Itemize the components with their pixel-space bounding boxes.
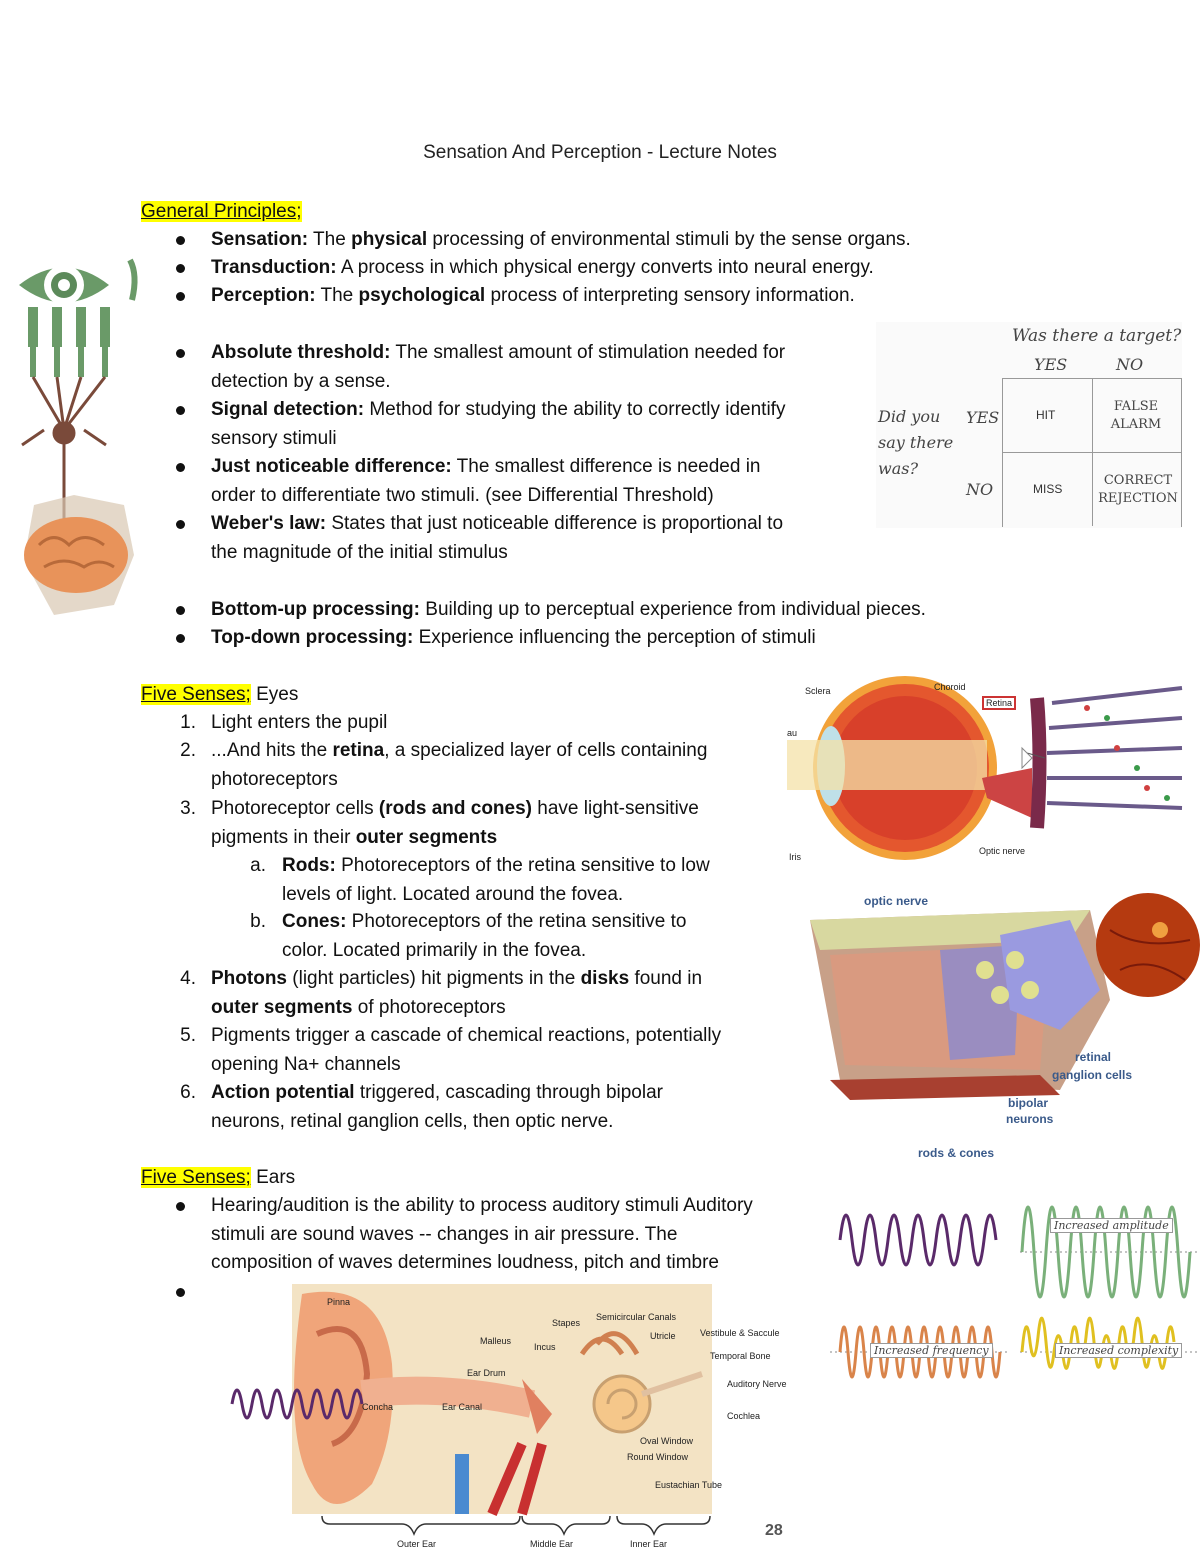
general-principles-heading: General Principles; (141, 201, 302, 222)
sound-waves-illustration (830, 1205, 1198, 1379)
ear-anatomy-diagram: Pinna Stapes Semicircular Canals Malleus… (222, 1284, 812, 1553)
list-item: Photoreceptor cells (rods and cones) hav… (211, 798, 699, 848)
list-item: Signal detection: Method for studying th… (211, 399, 786, 449)
bullet (176, 606, 185, 615)
list-marker: 3. (180, 798, 196, 819)
list-item: Absolute threshold: The smallest amount … (211, 342, 786, 392)
list-item: Transduction: A process in which physica… (211, 257, 874, 278)
amplitude-label: Increased amplitude (1050, 1218, 1173, 1233)
bullet (176, 406, 185, 415)
bullet (176, 236, 185, 245)
list-item: Photons (light particles) hit pigments i… (211, 968, 703, 1018)
eye-icon (19, 265, 109, 305)
bullet (176, 1202, 185, 1211)
frequency-label: Increased frequency (870, 1343, 993, 1358)
bullet (176, 1288, 185, 1297)
eyes-heading: Five Senses; Eyes (141, 684, 299, 705)
bullet (176, 463, 185, 472)
signal-detection-table: Was there a target? YES NO Did you say t… (876, 322, 1182, 528)
list-item: Just noticeable difference: The smallest… (211, 456, 761, 506)
list-item: Sensation: The physical processing of en… (211, 229, 911, 250)
list-marker: 1. (180, 712, 196, 733)
bullet (176, 520, 185, 529)
list-item: Pigments trigger a cascade of chemical r… (211, 1025, 722, 1075)
eye-anatomy-diagram: Sclera Choroid Retina Optic nerve Iris a… (787, 658, 1197, 878)
retina-diagram: optic nerve retinal ganglion cells bipol… (810, 890, 1200, 1165)
brain-icon (24, 495, 134, 615)
bullet (176, 634, 185, 643)
list-item: Perception: The psychological process of… (211, 285, 855, 306)
ears-heading: Five Senses; Ears (141, 1167, 296, 1188)
page-number: 28 (765, 1522, 783, 1539)
list-item: Light enters the pupil (211, 712, 388, 733)
list-item: Rods: Photoreceptors of the retina sensi… (282, 855, 710, 905)
list-item: Cones: Photoreceptors of the retina sens… (282, 911, 687, 961)
list-item: Weber's law: States that just noticeable… (211, 513, 784, 563)
bullet (176, 264, 185, 273)
list-marker: 6. (180, 1082, 196, 1103)
list-item: Hearing/audition is the ability to proce… (211, 1195, 753, 1273)
bullet (176, 292, 185, 301)
photoreceptor-icon (28, 307, 110, 377)
list-marker: 2. (180, 740, 196, 761)
list-marker: 5. (180, 1025, 196, 1046)
list-marker: a. (250, 855, 266, 876)
list-item: Top-down processing: Experience influenc… (211, 627, 816, 648)
list-marker: b. (250, 911, 266, 932)
eye-brain-illustration (19, 258, 138, 615)
list-item: ...And hits the retina, a specialized la… (211, 740, 708, 790)
list-item: Action potential triggered, cascading th… (211, 1082, 663, 1132)
bullet (176, 349, 185, 358)
list-marker: 4. (180, 968, 196, 989)
complexity-label: Increased complexity (1055, 1343, 1183, 1358)
list-item: Bottom-up processing: Building up to per… (211, 599, 926, 620)
page-title: Sensation And Perception - Lecture Notes (423, 142, 777, 163)
